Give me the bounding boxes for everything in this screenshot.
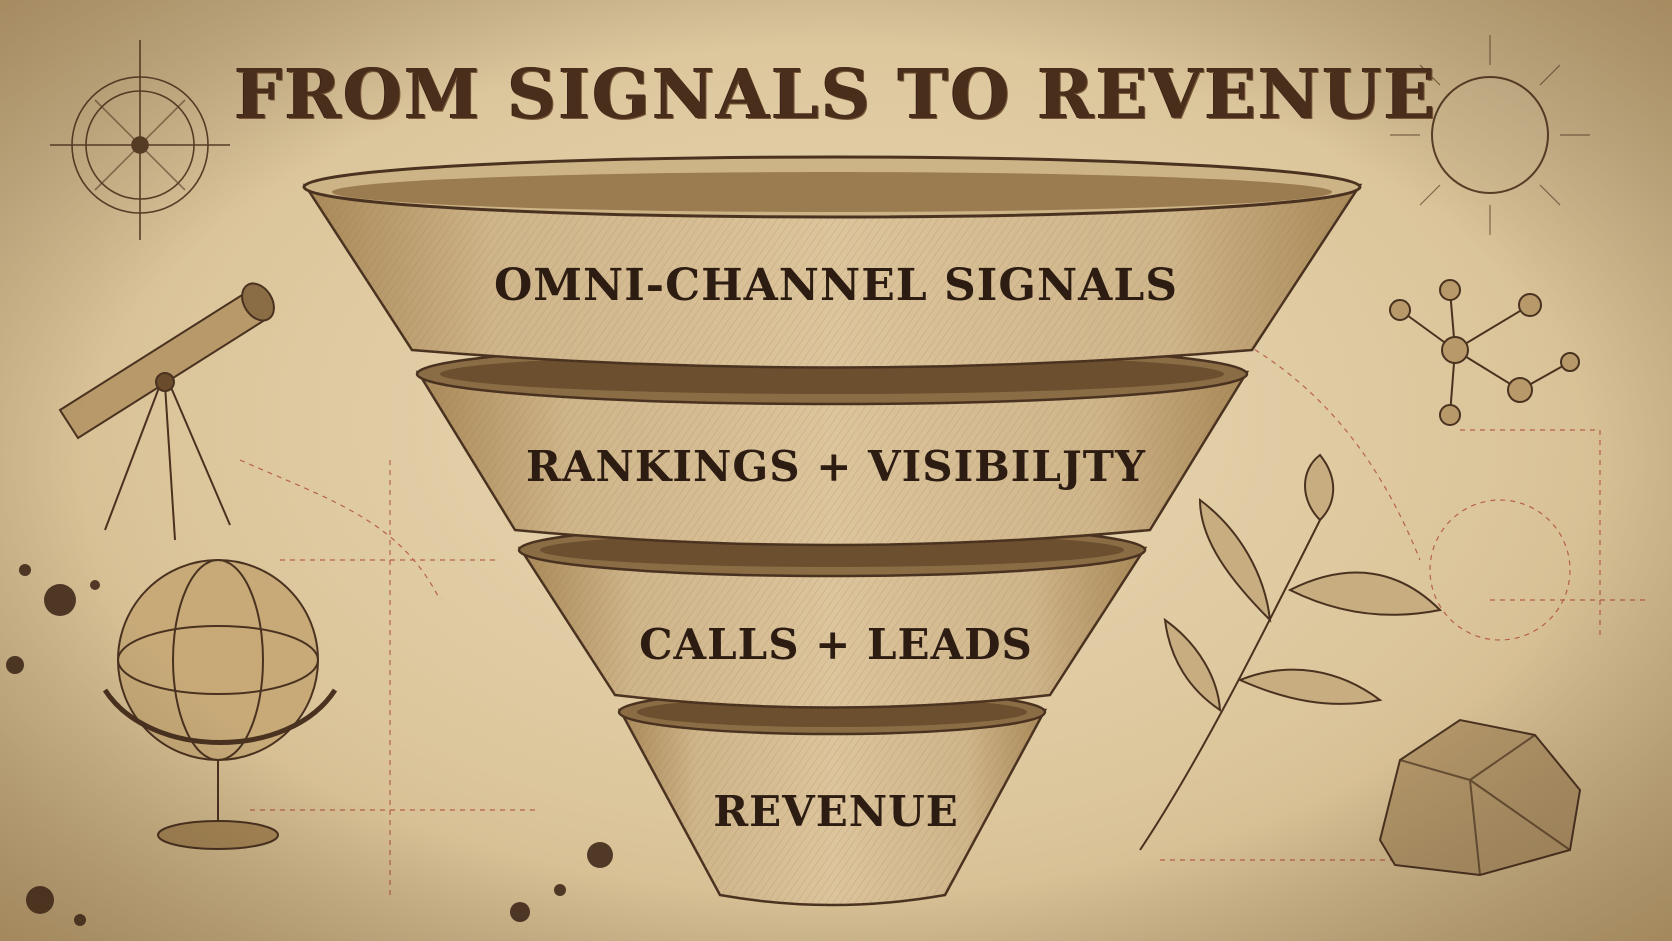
funnel-stage-label-2: RANKINGS + VISIBILJTY [525, 442, 1147, 491]
page-title: FROM SIGNALS TO REVENUE [234, 55, 1438, 135]
funnel-stage-label-3: CALLS + LEADS [639, 620, 1033, 669]
funnel-stage-label-4: REVENUE [713, 787, 959, 836]
funnel-stage-label-1: OMNI-CHANNEL SIGNALS [493, 260, 1179, 311]
